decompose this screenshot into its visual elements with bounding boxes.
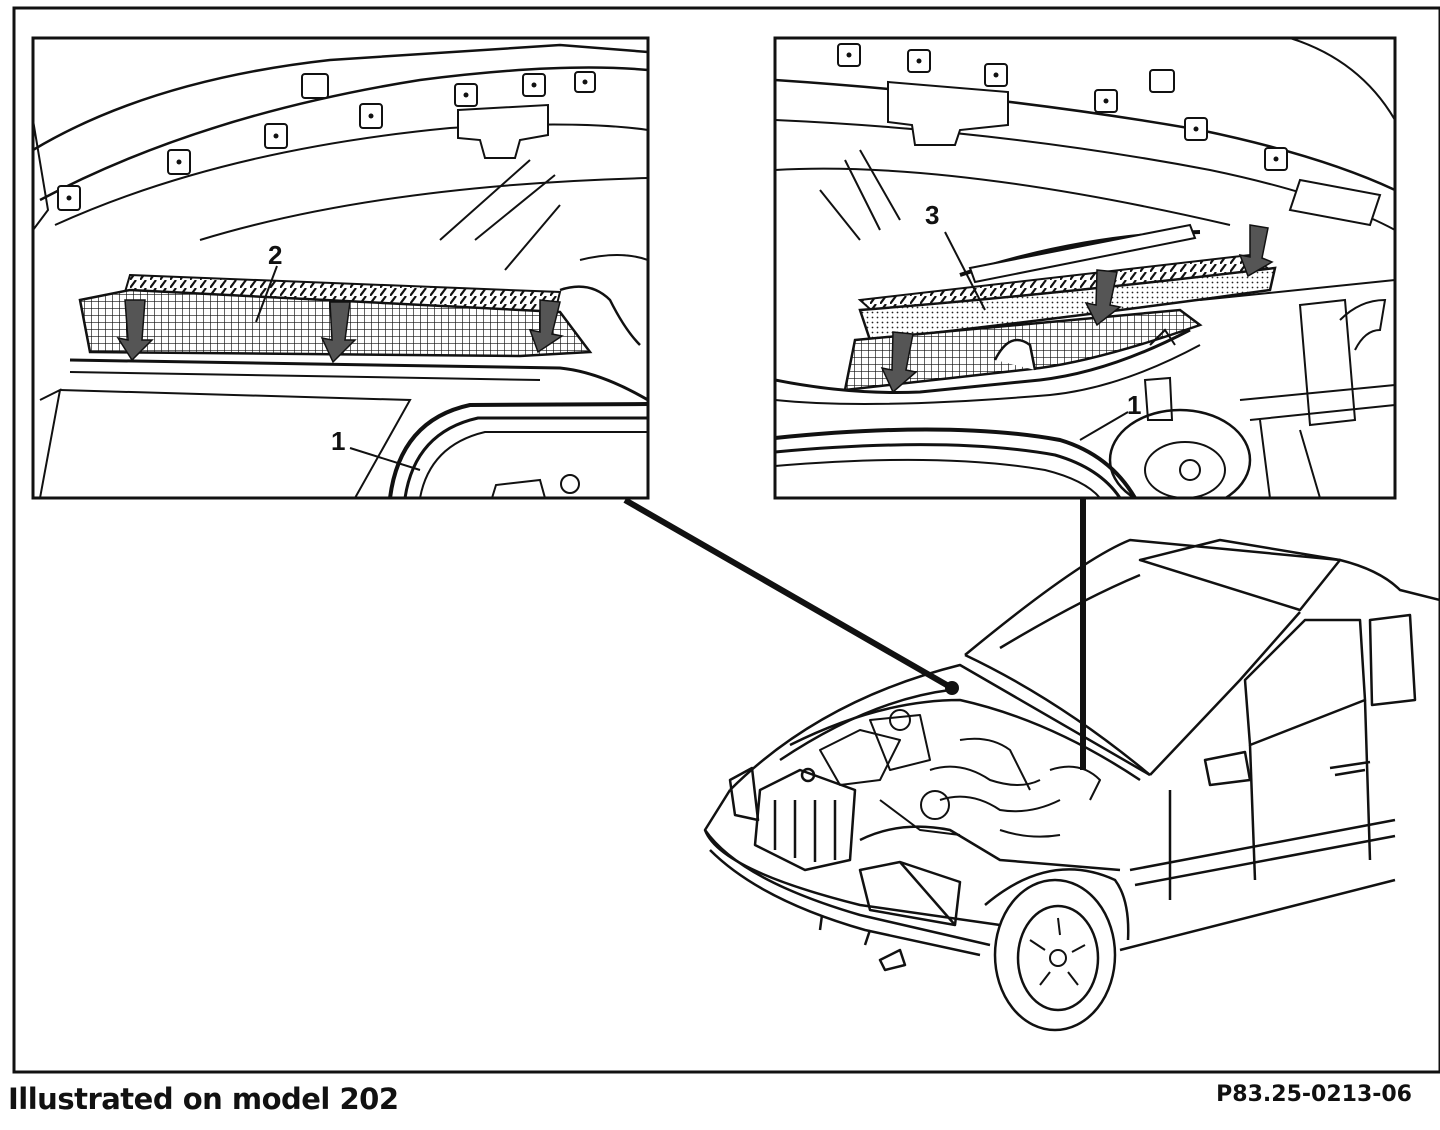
left-detail-inset: 1 2 xyxy=(31,36,650,500)
callout-left-2: 2 xyxy=(268,240,282,270)
callout-left-1: 1 xyxy=(331,426,345,456)
reference-code: P83.25-0213-06 xyxy=(1216,1082,1412,1107)
outer-frame xyxy=(12,6,1440,1074)
callout-right-3: 3 xyxy=(925,200,939,230)
figure-caption: Illustrated on model 202 xyxy=(8,1082,399,1116)
car-overview xyxy=(703,538,1440,1032)
callout-right-1: 1 xyxy=(1127,390,1141,420)
inset-leader-lines xyxy=(623,497,1086,770)
right-detail-inset: 3 1 xyxy=(773,36,1397,500)
